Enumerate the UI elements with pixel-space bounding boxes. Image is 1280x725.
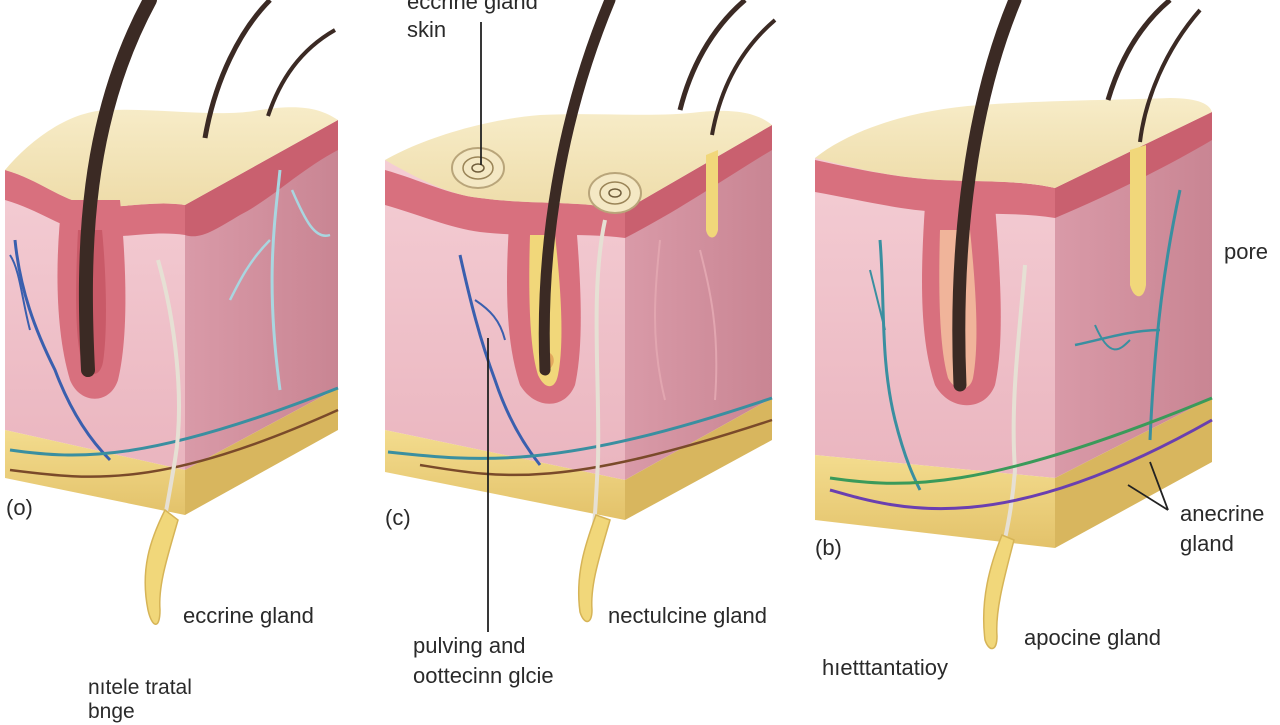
label-pore: pore bbox=[1224, 239, 1269, 264]
label-bottom-left-line-2: bnge bbox=[88, 700, 135, 723]
label-eccrine-gland-top: eccrine gland bbox=[407, 0, 538, 14]
skin-block-b bbox=[815, 0, 1213, 650]
panel-label-c: (c) bbox=[385, 505, 411, 530]
skin-block-c bbox=[385, 0, 777, 632]
label-pulsing-line-2: oottecinn glcie bbox=[413, 663, 554, 688]
label-apocrine-line-2: gland bbox=[1180, 531, 1234, 556]
label-eccrine-gland: eccrine gland bbox=[183, 603, 314, 628]
label-apocine-gland: apocine gland bbox=[1024, 625, 1162, 650]
label-skin: skin bbox=[407, 17, 447, 42]
skin-block-a bbox=[5, 0, 339, 625]
label-apocrine-line-1: anecrine bbox=[1180, 501, 1265, 526]
label-pulsing-line-1: pulving and bbox=[413, 633, 526, 658]
label-necrine-gland: nectulcine gland bbox=[608, 603, 768, 628]
panel-label-b: (b) bbox=[815, 535, 842, 560]
panel-label-a: (o) bbox=[6, 495, 33, 520]
label-bottom-middle: hıetttantatioy bbox=[822, 655, 948, 680]
label-bottom-left-line-1: nıtele tratal bbox=[88, 676, 192, 699]
